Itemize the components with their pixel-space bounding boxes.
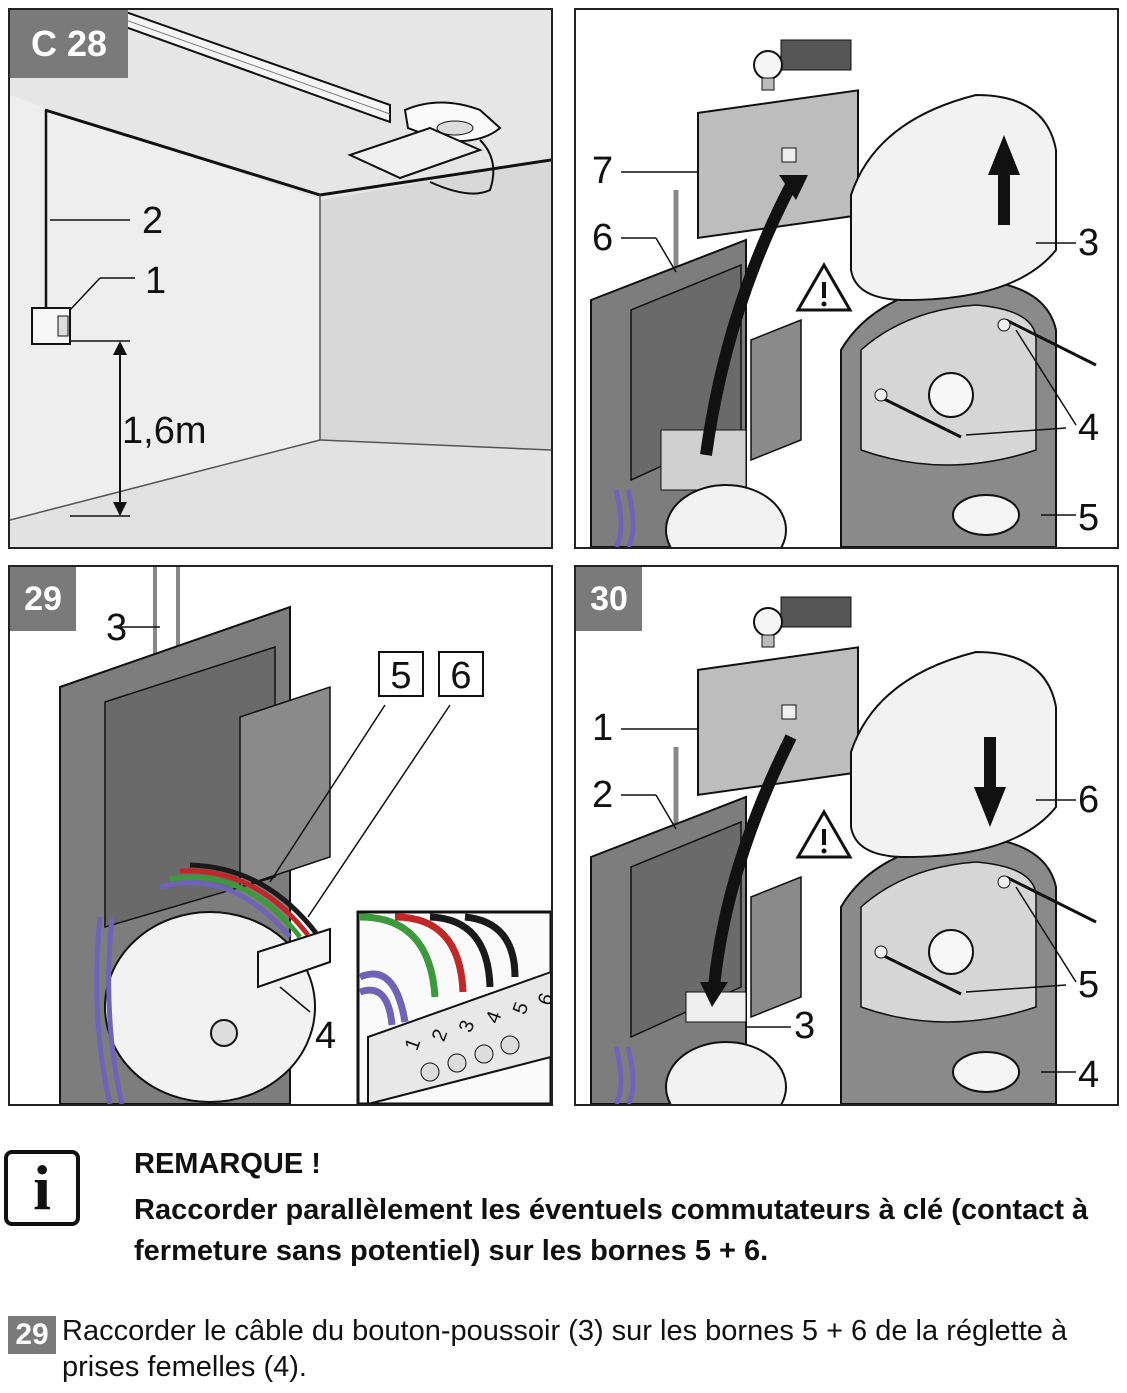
cover-refit-illustration [590, 596, 1097, 1104]
step-instruction: Raccorder le câble du bouton-poussoir (3… [62, 1315, 1068, 1383]
garage-wall-illustration [10, 10, 551, 547]
panel-30-cover-refit: 30 1 2 6 3 5 4 [574, 565, 1119, 1106]
terminal-box-5: 5 [378, 651, 424, 697]
terminal-box-6: 6 [438, 651, 484, 697]
callout-terminal-strip-4: 4 [315, 1015, 337, 1057]
mounting-height-label: 1,6m [122, 410, 207, 452]
cover-removal-illustration [590, 39, 1097, 547]
panel-29-terminal-wiring: 29 3 5 6 4 1 2 3 4 5 6 [8, 565, 553, 1106]
callout-housing-5: 5 [1078, 497, 1100, 539]
callout-cover-6: 6 [1078, 779, 1100, 821]
panel-cover-removal: 7 6 3 4 5 [574, 8, 1119, 549]
terminal-wiring-illustration [59, 567, 551, 1104]
info-icon: i [4, 1150, 80, 1226]
callout-housing-frame-6: 6 [592, 217, 614, 259]
step-number-badge: 29 [8, 1316, 56, 1354]
callout-housing-frame-2: 2 [592, 774, 614, 816]
callout-screws-4: 4 [1078, 407, 1100, 449]
callout-circuit-board-1: 1 [592, 707, 614, 749]
callout-housing-4: 4 [1078, 1054, 1100, 1096]
callout-cable-2: 2 [142, 200, 164, 242]
callout-screws-5: 5 [1078, 964, 1100, 1006]
callout-circuit-board-7: 7 [592, 150, 614, 192]
figure-badge-c28: C 28 [10, 10, 128, 78]
note-body: Raccorder parallèlement les éventuels co… [134, 1194, 1089, 1267]
note-title: REMARQUE ! [134, 1148, 321, 1180]
figure-badge-29: 29 [10, 567, 76, 631]
callout-switch-1: 1 [145, 260, 167, 302]
info-icon-glyph: i [33, 1152, 51, 1223]
callout-cable-3: 3 [106, 607, 128, 649]
callout-cover-3: 3 [1078, 222, 1100, 264]
figure-badge-30: 30 [576, 567, 642, 631]
callout-terminal-3: 3 [794, 1005, 816, 1047]
panel-c28-wall-switch-mounting: C 28 2 1 1,6m [8, 8, 553, 549]
